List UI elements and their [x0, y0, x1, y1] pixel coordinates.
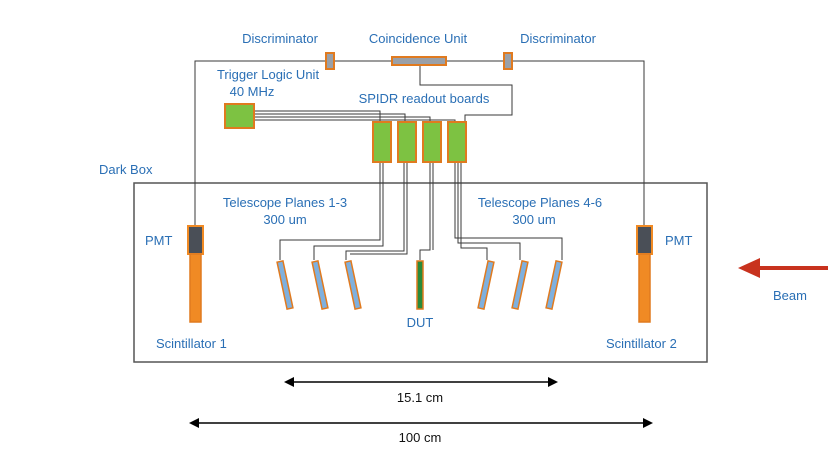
- tlu-box: [224, 103, 255, 129]
- tlu-label-line2: 40 MHz: [230, 84, 275, 99]
- telescope-plane-6: [545, 260, 563, 310]
- scintillator-right-label: Scintillator 2: [606, 336, 677, 351]
- beam-arrow-icon: [738, 258, 828, 278]
- pmt-left-box: [187, 225, 204, 255]
- spidr-board-2: [397, 121, 417, 163]
- pmt-right-label: PMT: [665, 233, 693, 248]
- spidr-board-3: [422, 121, 442, 163]
- telescope-planes-left: [276, 260, 362, 310]
- pmt-left-label: PMT: [145, 233, 173, 248]
- telescope-plane-1: [276, 260, 294, 310]
- discriminator-left-label: Discriminator: [242, 31, 319, 46]
- discriminator-left-box: [325, 52, 335, 70]
- dark-box-label: Dark Box: [99, 162, 153, 177]
- telescope-planes-right: [477, 260, 563, 310]
- telescope-plane-5: [511, 260, 529, 310]
- distance-long-label: 100 cm: [399, 430, 442, 445]
- coincidence-unit-label: Coincidence Unit: [369, 31, 468, 46]
- telescope-left-label-line2: 300 um: [263, 212, 306, 227]
- spidr-board-4: [447, 121, 467, 163]
- telescope-plane-4: [477, 260, 495, 310]
- distance-short-label: 15.1 cm: [397, 390, 443, 405]
- telescope-plane-3: [344, 260, 362, 310]
- tlu-label-line1: Trigger Logic Unit: [217, 67, 320, 82]
- coincidence-unit-box: [391, 56, 447, 66]
- discriminator-right-box: [503, 52, 513, 70]
- pmt-right-box: [636, 225, 653, 255]
- dut-label: DUT: [407, 315, 434, 330]
- telescope-plane-2: [311, 260, 329, 310]
- telescope-right-label-line2: 300 um: [512, 212, 555, 227]
- scintillator-right-bar: [638, 253, 651, 323]
- scintillator-left-label: Scintillator 1: [156, 336, 227, 351]
- readout-wiring: [279, 162, 563, 260]
- telescope-left-label-line1: Telescope Planes 1-3: [223, 195, 347, 210]
- scintillator-left-bar: [189, 253, 202, 323]
- spidr-label: SPIDR readout boards: [359, 91, 490, 106]
- beam-label: Beam: [773, 288, 807, 303]
- dark-box: [133, 182, 708, 363]
- spidr-board-1: [372, 121, 392, 163]
- telescope-right-label-line1: Telescope Planes 4-6: [478, 195, 602, 210]
- discriminator-right-label: Discriminator: [520, 31, 597, 46]
- dut-sensor: [416, 260, 424, 310]
